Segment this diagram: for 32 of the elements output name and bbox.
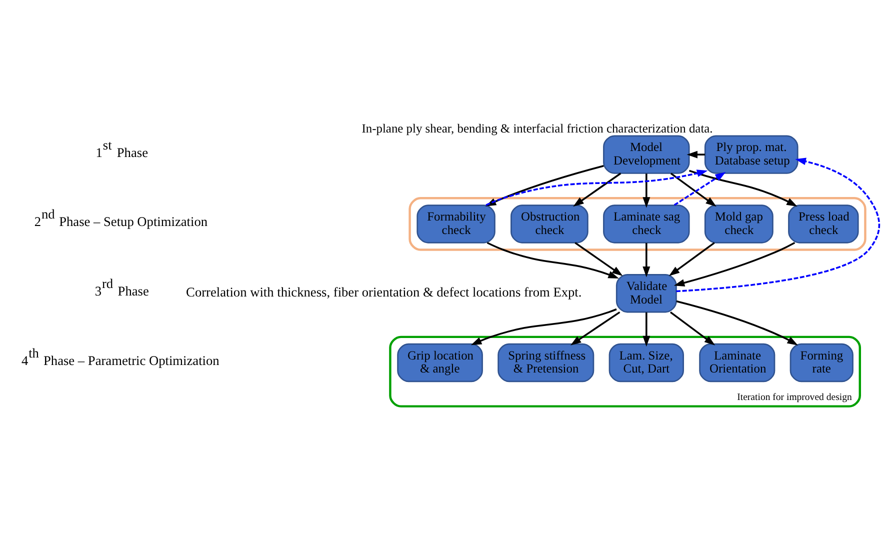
- arrow: [486, 241, 619, 278]
- node-box: Ply prop. mat. Database setup: [704, 134, 798, 174]
- arrow: [670, 310, 716, 345]
- node-box: Grip location & angle: [397, 342, 483, 382]
- arrow: [688, 169, 798, 206]
- node-box: Press load check: [788, 204, 859, 243]
- arrow: [470, 308, 617, 345]
- arrow: [670, 172, 716, 206]
- arrow: [642, 173, 650, 208]
- arrow: [686, 150, 705, 158]
- arrow: [674, 171, 726, 206]
- label: Correlation with thickness, fiber orientation & defect locations from Expt.: [186, 284, 582, 299]
- node-box: Laminate Orientation: [699, 342, 776, 382]
- arrow: [676, 157, 880, 292]
- node-box: Obstruction check: [510, 204, 588, 243]
- arrow: [642, 312, 650, 346]
- arrow: [676, 300, 798, 345]
- node-box: Forming rate: [790, 342, 854, 382]
- arrow: [570, 310, 620, 345]
- arrow: [573, 172, 622, 206]
- node-box: Spring stiffness & Pretension: [498, 342, 594, 382]
- node-box: Laminate sag check: [603, 204, 690, 243]
- node-box: Formability check: [416, 204, 496, 243]
- arrow: [674, 241, 796, 286]
- node-box: Lam. Size, Cut, Dart: [608, 342, 684, 382]
- node-box: Model Development: [603, 134, 690, 174]
- node-label: In-plane ply shear, bending & interfacial friction characterization data.: [362, 121, 713, 136]
- node-box: Validate Model: [616, 274, 677, 312]
- node-box: Mold gap check: [704, 204, 774, 243]
- arrow: [668, 242, 715, 276]
- arrow: [642, 242, 650, 277]
- arrow: [574, 242, 623, 276]
